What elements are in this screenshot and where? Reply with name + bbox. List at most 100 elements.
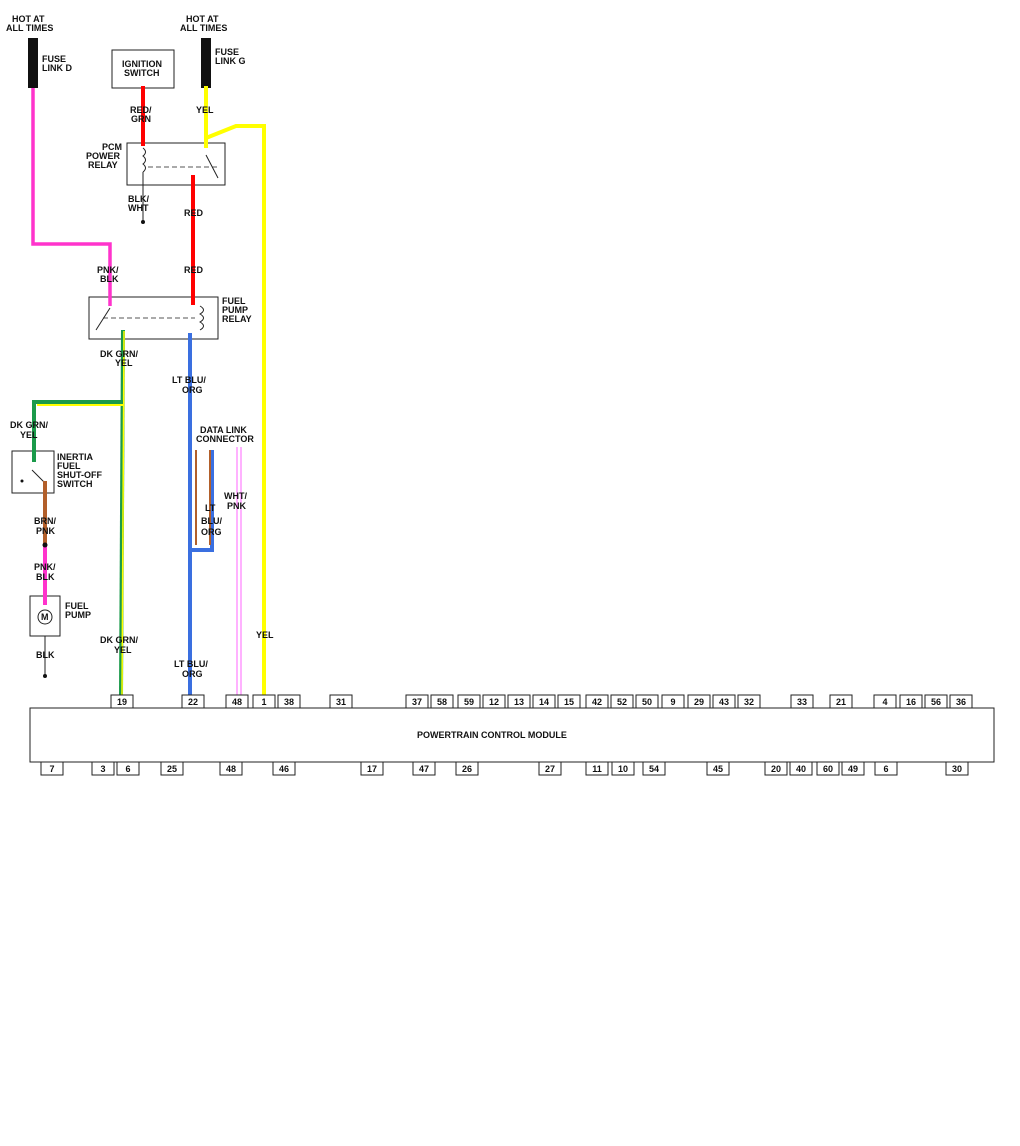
label-dkgrn-yel-1b: YEL: [115, 358, 133, 368]
top_pins-pin-box: [949, 694, 973, 709]
top_pins-pin-box: [661, 694, 685, 709]
top_pins-pin: 15: [557, 694, 581, 709]
top_pins-pin-number: 50: [642, 697, 652, 707]
label-ltblu-org-1a: LT BLU/: [172, 375, 206, 385]
top_pins-pin-box: [899, 694, 923, 709]
bottom_pins-pin-box: [945, 761, 969, 776]
fuse-g-label-line1: FUSE: [215, 47, 239, 57]
label-yel-long: YEL: [256, 630, 274, 640]
top_pins-pin-number: 43: [719, 697, 729, 707]
top_pins-pin-box: [873, 694, 897, 709]
fuse-link-d: HOT AT ALL TIMES FUSE LINK D: [6, 14, 72, 88]
bottom_pins-pin: 6: [874, 761, 898, 776]
label-pnk-blk-1: PNK/: [97, 265, 119, 275]
bottom_pins-pin-box: [706, 761, 730, 776]
bottom_pins-pin: 60: [816, 761, 840, 776]
fuse-d-hot-line1: HOT AT: [12, 14, 45, 24]
bottom_pins-pin-number: 54: [649, 764, 659, 774]
label-dkgrn-yel-3b: YEL: [114, 645, 132, 655]
fuel-pump-relay-box: [88, 296, 219, 340]
top_pins-pin: 38: [277, 694, 301, 709]
bottom_pins-pin-box: [455, 761, 479, 776]
top_pins-pin-number: 14: [539, 697, 549, 707]
wire-green-main-tracer: [121, 330, 125, 696]
bottom_pins-pin-number: 27: [545, 764, 555, 774]
top_pins-pin-box: [507, 694, 531, 709]
bottom_pins-pin-number: 30: [952, 764, 962, 774]
bottom_pins-pin-box: [219, 761, 243, 776]
bottom_pins-pin-box: [116, 761, 140, 776]
bottom_pins-pin-box: [160, 761, 184, 776]
top_pins-pin-number: 31: [336, 697, 346, 707]
bottom_pins-pin-number: 45: [713, 764, 723, 774]
fuse-g-body: [201, 38, 211, 88]
label-ltblu-org-2b: BLU/: [201, 516, 222, 526]
bottom_pins-pin-number: 3: [100, 764, 105, 774]
bottom_pins-pin: 11: [585, 761, 609, 776]
top_pins-pin: 21: [829, 694, 853, 709]
pcm-relay-ground-dot: [141, 220, 145, 224]
top_pins-pin: 32: [737, 694, 761, 709]
top_pins-pin-number: 48: [232, 697, 242, 707]
top_pins-pin-box: [585, 694, 609, 709]
pcm-title: POWERTRAIN CONTROL MODULE: [417, 730, 567, 740]
data-link-line1: DATA LINK: [200, 425, 247, 435]
fuel-pump-line1: FUEL: [65, 601, 89, 611]
top_pins-pin-box: [687, 694, 711, 709]
top_pins-pin-number: 29: [694, 697, 704, 707]
fuel-pump-relay-coil: [198, 305, 204, 331]
top_pins-pin-number: 22: [188, 697, 198, 707]
top_pins-pin: 31: [329, 694, 353, 709]
bottom_pins-pin-box: [764, 761, 788, 776]
splice-dot: [42, 542, 48, 548]
bottom_pins-pin-box: [789, 761, 813, 776]
bottom_pins-pin-number: 26: [462, 764, 472, 774]
top_pins-pin: 9: [661, 694, 685, 709]
top_pins-pin-number: 15: [564, 697, 574, 707]
top_pins-pin: 56: [924, 694, 948, 709]
fuel-pump-ground-dot: [43, 674, 47, 678]
label-ltblu-org-3a: LT BLU/: [174, 659, 208, 669]
data-link-line2: CONNECTOR: [196, 434, 254, 444]
bottom_pins-pin-number: 11: [592, 764, 602, 774]
top_pins-pin-number: 42: [592, 697, 602, 707]
top_pins-pin: 59: [457, 694, 481, 709]
top_pins-pin-number: 58: [437, 697, 447, 707]
inertia-switch-line4: SWITCH: [57, 479, 93, 489]
top_pins-pin-box: [181, 694, 205, 709]
fuse-link-g: HOT AT ALL TIMES FUSE LINK G: [180, 14, 246, 88]
top_pins-pin-box: [924, 694, 948, 709]
bottom_pins-pin: 3: [91, 761, 115, 776]
ignition-switch-line1: IGNITION: [122, 59, 162, 69]
top_pins-pin-box: [252, 694, 276, 709]
wire-green-branch: [32, 400, 123, 462]
fuel-pump-relay-line1: FUEL: [222, 296, 246, 306]
label-wht-pnk-1: WHT/: [224, 491, 247, 501]
bottom_pins-pin: 6: [116, 761, 140, 776]
top_pins-pin-number: 12: [489, 697, 499, 707]
bottom_pins-pin: 17: [360, 761, 384, 776]
ignition-switch-line2: SWITCH: [124, 68, 160, 78]
bottom_pins-pin-box: [611, 761, 635, 776]
bottom_pins-pin-number: 7: [49, 764, 54, 774]
pcm-relay-line3: RELAY: [88, 160, 118, 170]
fuel-pump-motor-letter: M: [41, 612, 49, 622]
bottom_pins-pin: 47: [412, 761, 436, 776]
top_pins-pin: 37: [405, 694, 429, 709]
top_pins-pin: 1: [252, 694, 276, 709]
bottom_pins-pin-number: 40: [796, 764, 806, 774]
label-ltblu-org-2a: LT: [205, 503, 216, 513]
label-red-2: RED: [184, 265, 204, 275]
bottom_pins-pin: 49: [841, 761, 865, 776]
bottom_pins-pin: 26: [455, 761, 479, 776]
top_pins-pin-number: 4: [882, 697, 887, 707]
top_pins-pin: 58: [430, 694, 454, 709]
fuse-d-body: [28, 38, 38, 88]
label-blk-wht-2: WHT: [128, 203, 149, 213]
top_pins-pin-box: [532, 694, 556, 709]
bottom_pins-pin-box: [642, 761, 666, 776]
top_pins-pin-number: 56: [931, 697, 941, 707]
top_pins-pin-number: 33: [797, 697, 807, 707]
top_pins-pin: 4: [873, 694, 897, 709]
label-brn-pnk-2: PNK: [36, 526, 56, 536]
